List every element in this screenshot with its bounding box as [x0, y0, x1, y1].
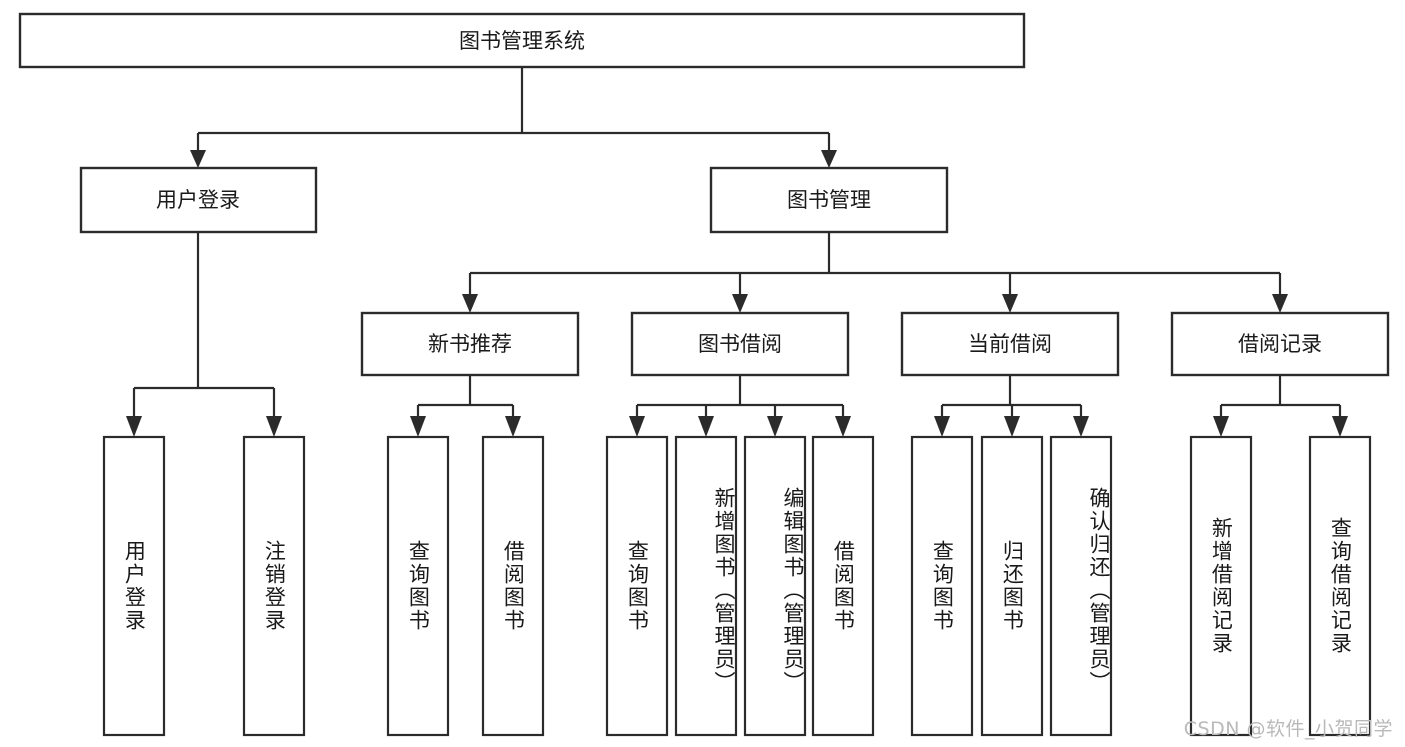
- leaf-boxes: [102, 435, 1372, 737]
- leaf-rec-search-box[interactable]: [1308, 435, 1372, 737]
- node-book-borrow-label: 图书借阅: [698, 332, 782, 356]
- leaf-rec-add-box[interactable]: [1189, 435, 1253, 737]
- leaf-user-logout-box[interactable]: [242, 435, 306, 737]
- arrowhead-leaf-borrow-lend: [835, 416, 851, 437]
- csdn-watermark: CSDN @软件_小贺同学: [1183, 718, 1393, 740]
- node-book-manage-label: 图书管理: [787, 188, 871, 212]
- connector-group-book-borrow: [629, 375, 851, 437]
- leaf-rec-query-box[interactable]: [386, 435, 450, 737]
- arrowhead-book-manage: [821, 150, 837, 168]
- node-user-login-box[interactable]: [79, 166, 318, 234]
- arrowhead-user-login: [190, 150, 206, 168]
- node-root-box[interactable]: [18, 12, 1026, 69]
- node-new-book-rec-box[interactable]: [360, 311, 580, 377]
- node-book-borrow-box[interactable]: [630, 311, 850, 377]
- connector-group-current-borrow: [934, 375, 1089, 437]
- arrowhead-leaf-cur-confirm: [1073, 416, 1089, 437]
- arrowhead-leaf-borrow-query: [629, 416, 645, 437]
- connector-group-root: [190, 67, 837, 168]
- node-user-login-label: 用户登录: [156, 188, 240, 212]
- arrowhead-leaf-rec-add: [1213, 416, 1229, 437]
- arrowhead-leaf-rec-query: [410, 416, 426, 437]
- leaf-borrow-query-box[interactable]: [605, 435, 669, 737]
- arrowhead-book-borrow: [732, 294, 748, 313]
- arrowhead-leaf-rec-borrow: [505, 416, 521, 437]
- arrowhead-borrow-record: [1272, 294, 1288, 313]
- arrowhead-current-borrow: [1002, 294, 1018, 313]
- leaf-user-login-box[interactable]: [102, 435, 166, 737]
- arrowhead-leaf-borrow-add: [698, 416, 714, 437]
- node-root[interactable]: 图书管理系统: [18, 12, 1026, 69]
- connector-group-new-book-rec: [410, 375, 521, 437]
- connector-group-borrow-record: [1213, 375, 1348, 437]
- node-borrow-record-label: 借阅记录: [1238, 332, 1322, 356]
- arrowhead-new-book-rec: [462, 294, 478, 313]
- node-book-manage[interactable]: 图书管理: [709, 166, 949, 234]
- arrowhead-leaf-user-login: [126, 416, 142, 437]
- leaf-borrow-lend-box[interactable]: [811, 435, 875, 737]
- arrowhead-leaf-cur-query: [934, 416, 950, 437]
- node-user-login[interactable]: 用户登录: [79, 166, 318, 234]
- leaf-borrow-add-box[interactable]: [674, 435, 738, 737]
- node-borrow-record-box[interactable]: [1170, 311, 1390, 377]
- leaf-rec-borrow-box[interactable]: [481, 435, 545, 737]
- connector-group-book-manage: [462, 232, 1288, 313]
- connector-group-user-login: [126, 232, 282, 437]
- arrowhead-leaf-rec-search: [1332, 416, 1348, 437]
- node-book-borrow[interactable]: 图书借阅: [630, 311, 850, 377]
- node-new-book-rec[interactable]: 新书推荐: [360, 311, 580, 377]
- arrowhead-leaf-borrow-edit: [767, 416, 783, 437]
- node-book-manage-box[interactable]: [709, 166, 949, 234]
- leaf-cur-confirm-box[interactable]: [1049, 435, 1113, 737]
- leaf-cur-query-box[interactable]: [910, 435, 974, 737]
- node-current-borrow[interactable]: 当前借阅: [900, 311, 1120, 377]
- leaf-cur-return-box[interactable]: [980, 435, 1044, 737]
- node-current-borrow-box[interactable]: [900, 311, 1120, 377]
- node-borrow-record[interactable]: 借阅记录: [1170, 311, 1390, 377]
- arrowhead-leaf-cur-return: [1004, 416, 1020, 437]
- leaf-borrow-edit-box[interactable]: [743, 435, 807, 737]
- node-current-borrow-label: 当前借阅: [968, 332, 1052, 356]
- node-root-label: 图书管理系统: [459, 29, 585, 53]
- node-new-book-rec-label: 新书推荐: [428, 332, 512, 356]
- arrowhead-leaf-user-logout: [266, 416, 282, 437]
